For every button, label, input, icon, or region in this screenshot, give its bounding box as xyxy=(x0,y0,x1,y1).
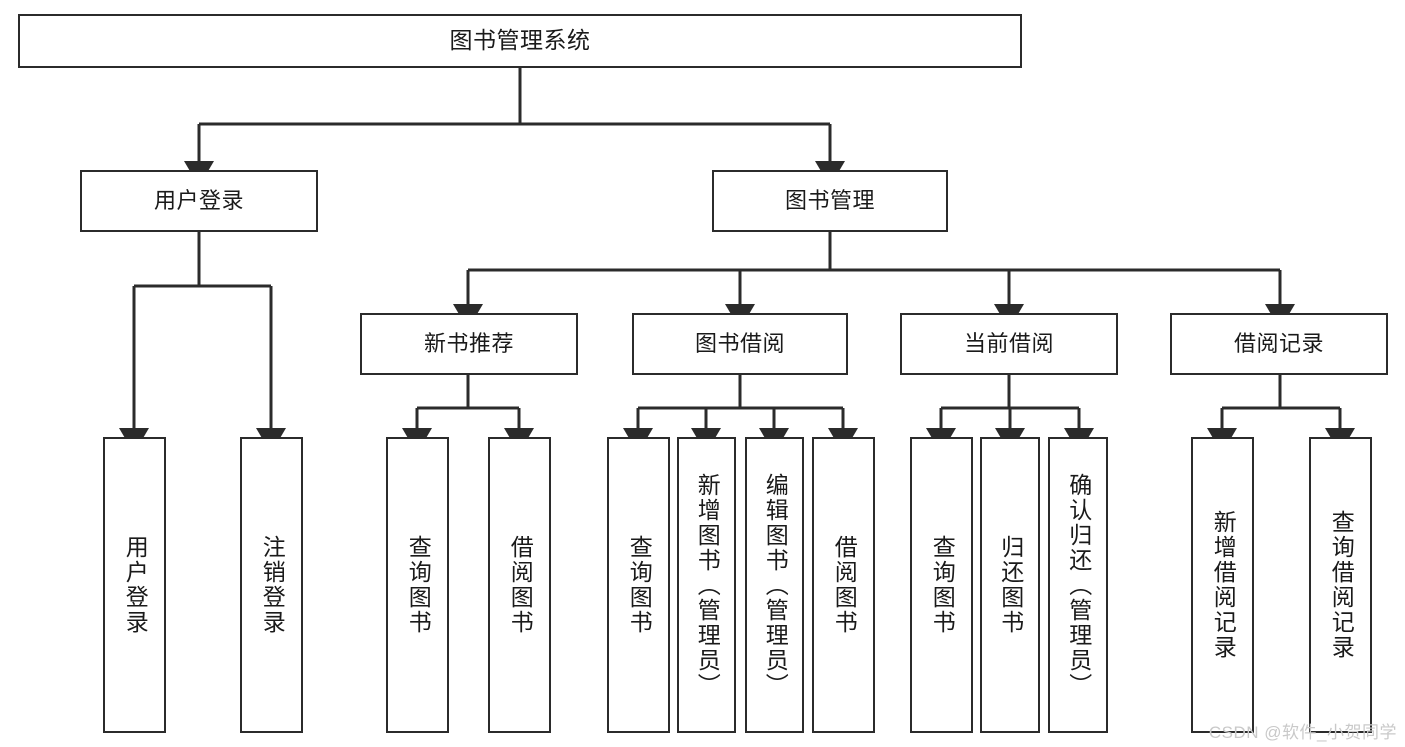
node-label: 新增借阅记录 xyxy=(1210,510,1237,660)
node-borrow-record[interactable]: 借阅记录 xyxy=(1170,313,1388,375)
leaf-edit-book-admin[interactable]: 编辑图书（管理员） xyxy=(745,437,804,733)
node-label: 新书推荐 xyxy=(423,331,514,357)
node-label: 查询图书 xyxy=(405,535,432,635)
node-label: 借阅记录 xyxy=(1233,331,1324,357)
leaf-query-books-borrow[interactable]: 查询图书 xyxy=(607,437,670,733)
node-book-management[interactable]: 图书管理 xyxy=(712,170,948,232)
node-label: 借阅图书 xyxy=(831,535,858,635)
node-label: 图书借阅 xyxy=(694,331,785,357)
node-root-system[interactable]: 图书管理系统 xyxy=(18,14,1022,68)
node-label: 编辑图书（管理员） xyxy=(762,472,789,698)
node-label: 图书管理 xyxy=(784,188,875,214)
leaf-user-login[interactable]: 用户登录 xyxy=(103,437,166,733)
node-label: 借阅图书 xyxy=(507,535,534,635)
node-label: 用户登录 xyxy=(153,188,244,214)
node-label: 查询图书 xyxy=(929,535,956,635)
node-label: 查询借阅记录 xyxy=(1328,510,1355,660)
node-book-borrow[interactable]: 图书借阅 xyxy=(632,313,848,375)
leaf-logout[interactable]: 注销登录 xyxy=(240,437,303,733)
leaf-add-borrow-record[interactable]: 新增借阅记录 xyxy=(1191,437,1254,733)
leaf-query-books-current[interactable]: 查询图书 xyxy=(910,437,973,733)
node-current-borrow[interactable]: 当前借阅 xyxy=(900,313,1118,375)
node-label: 新增图书（管理员） xyxy=(694,472,721,698)
leaf-borrow-books-recommend[interactable]: 借阅图书 xyxy=(488,437,551,733)
node-label: 确认归还（管理员） xyxy=(1065,472,1092,698)
leaf-return-books[interactable]: 归还图书 xyxy=(980,437,1040,733)
node-label: 归还图书 xyxy=(997,535,1024,635)
leaf-borrow-books[interactable]: 借阅图书 xyxy=(812,437,875,733)
node-user-login[interactable]: 用户登录 xyxy=(80,170,318,232)
node-label: 用户登录 xyxy=(122,535,149,635)
leaf-confirm-return-admin[interactable]: 确认归还（管理员） xyxy=(1048,437,1108,733)
node-label: 图书管理系统 xyxy=(449,27,591,54)
node-label: 查询图书 xyxy=(626,535,653,635)
watermark-text: CSDN @软件_小贺同学 xyxy=(1208,723,1397,742)
node-new-book-recommend[interactable]: 新书推荐 xyxy=(360,313,578,375)
leaf-add-book-admin[interactable]: 新增图书（管理员） xyxy=(677,437,736,733)
leaf-query-borrow-record[interactable]: 查询借阅记录 xyxy=(1309,437,1372,733)
node-label: 当前借阅 xyxy=(963,331,1054,357)
leaf-query-books-recommend[interactable]: 查询图书 xyxy=(386,437,449,733)
node-label: 注销登录 xyxy=(259,535,286,635)
